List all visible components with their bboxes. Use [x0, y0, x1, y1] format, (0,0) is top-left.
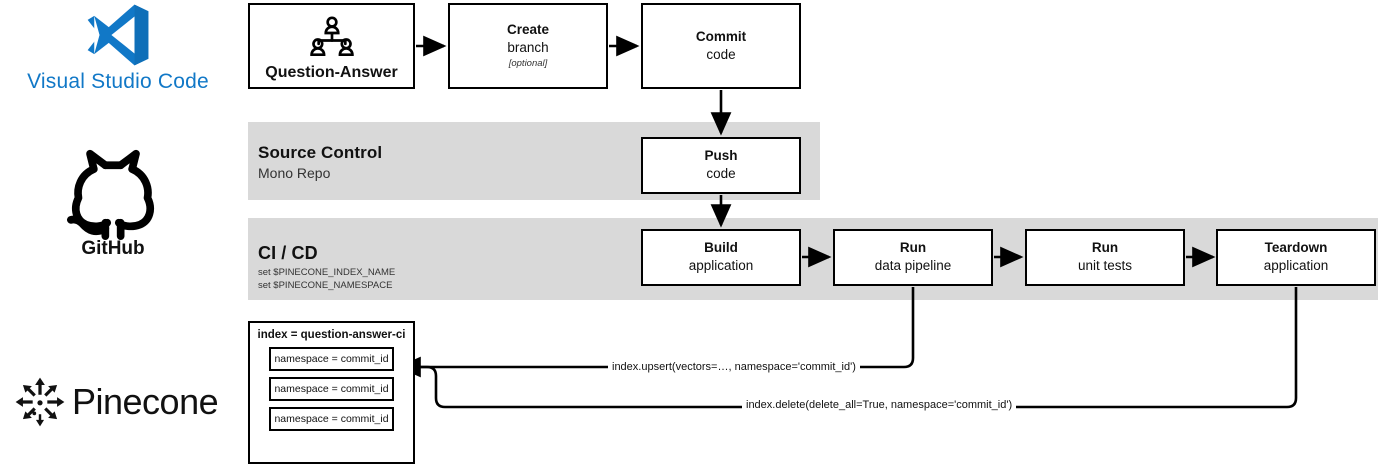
question-answer-box[interactable]: Question-Answer — [248, 3, 415, 89]
vscode-icon — [87, 4, 149, 66]
github-logo: GitHub — [58, 148, 168, 260]
delete-edge-label: index.delete(delete_all=True, namespace=… — [742, 399, 1017, 411]
commit-code-subtitle: code — [706, 46, 736, 62]
run-data-pipeline-box[interactable]: Run data pipeline — [833, 229, 993, 286]
teardown-application-title: Teardown — [1264, 240, 1328, 256]
pinecone-icon — [15, 377, 65, 427]
visual-studio-code-logo: Visual Studio Code — [18, 2, 218, 94]
build-application-box[interactable]: Build application — [641, 229, 801, 286]
source-control-title: Source Control — [258, 143, 383, 162]
source-control-subtitle: Mono Repo — [258, 165, 331, 181]
vscode-label: Visual Studio Code — [27, 70, 209, 93]
run-data-pipeline-subtitle: data pipeline — [874, 258, 952, 274]
run-data-pipeline-title: Run — [899, 240, 927, 256]
namespace-row[interactable]: namespace = commit_id — [269, 407, 394, 431]
run-unit-tests-subtitle: unit tests — [1077, 258, 1133, 274]
cicd-env-vars: set $PINECONE_INDEX_NAME set $PINECONE_N… — [258, 267, 396, 291]
build-application-subtitle: application — [688, 258, 754, 274]
pinecone-logo: Pinecone — [14, 376, 229, 428]
namespace-row[interactable]: namespace = commit_id — [269, 377, 394, 401]
upsert-edge-label: index.upsert(vectors=…, namespace='commi… — [608, 361, 860, 373]
people-group-icon — [309, 16, 354, 56]
push-code-title: Push — [704, 148, 738, 164]
pinecone-label: Pinecone — [72, 381, 219, 422]
cicd-title: CI / CD — [258, 243, 318, 263]
github-octocat-icon — [67, 149, 154, 240]
run-unit-tests-box[interactable]: Run unit tests — [1025, 229, 1185, 286]
index-name-label: index = question-answer-ci — [257, 329, 406, 341]
github-label: GitHub — [81, 238, 145, 259]
create-branch-subtitle: branch — [507, 40, 549, 56]
push-code-box[interactable]: Push code — [641, 137, 801, 194]
push-code-subtitle: code — [706, 166, 736, 182]
teardown-application-subtitle: application — [1263, 258, 1329, 274]
commit-code-box[interactable]: Commit code — [641, 3, 801, 89]
commit-code-title: Commit — [695, 28, 747, 44]
run-unit-tests-title: Run — [1091, 240, 1119, 256]
create-branch-note: [optional] — [508, 57, 548, 69]
create-branch-box[interactable]: Create branch [optional] — [448, 3, 608, 89]
pinecone-index-card[interactable]: index = question-answer-ci namespace = c… — [248, 321, 415, 464]
teardown-application-box[interactable]: Teardown application — [1216, 229, 1376, 286]
namespace-row[interactable]: namespace = commit_id — [269, 347, 394, 371]
question-answer-label: Question-Answer — [265, 64, 398, 81]
create-branch-title: Create — [506, 22, 550, 38]
build-application-title: Build — [704, 240, 738, 256]
